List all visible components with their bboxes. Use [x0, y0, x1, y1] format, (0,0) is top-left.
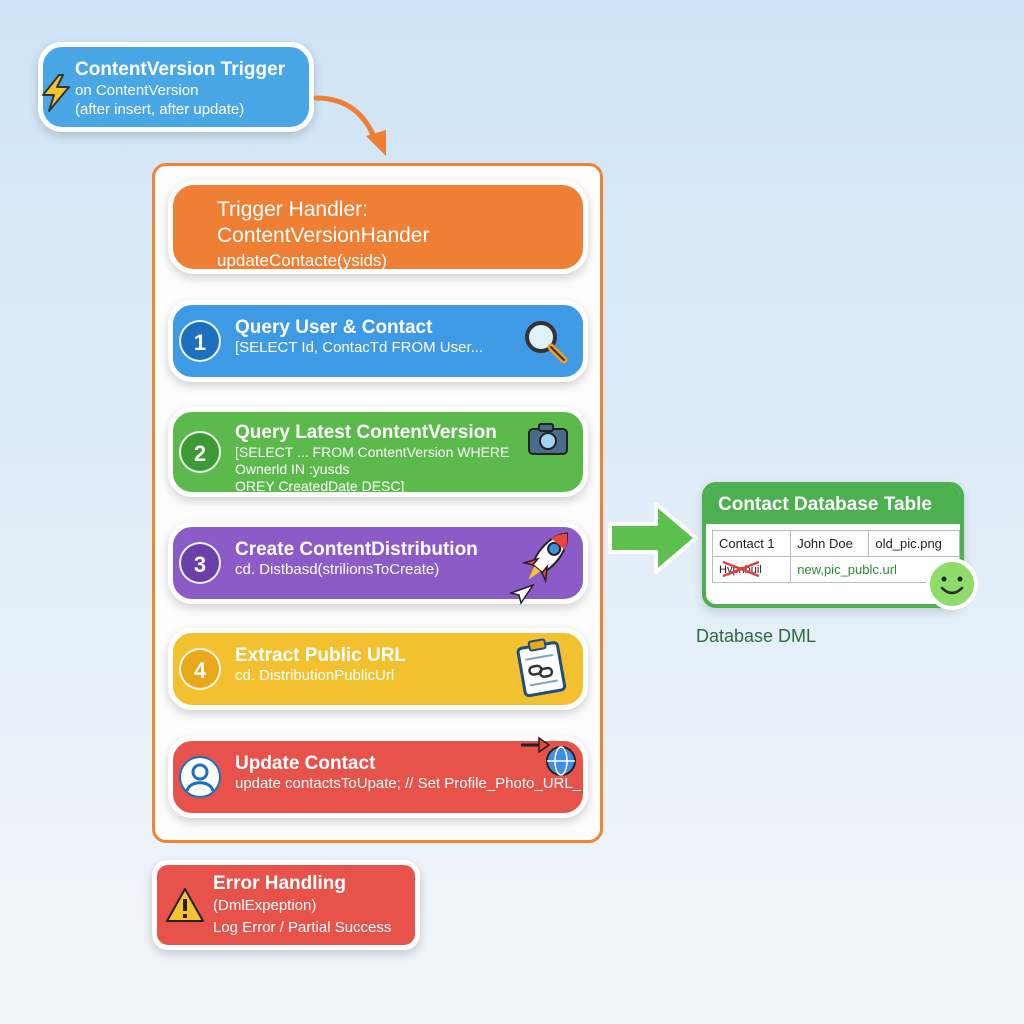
error-line1: (DmlExpeption)	[213, 897, 317, 914]
table-row: Hypnbuil new,pic_publc.url	[711, 556, 960, 583]
step-extract-url: 4 Extract Public URL cd. DistributionPub…	[168, 628, 588, 710]
table-cell: old_pic.png	[868, 530, 960, 557]
magnifier-icon	[525, 321, 568, 364]
step-number-badge: 1	[179, 320, 221, 362]
smiley-icon	[926, 558, 978, 610]
handler-line2: ContentVersionHander	[217, 224, 430, 247]
db-table: Contact 1 John Doe old_pic.png Hypnbuil …	[711, 530, 960, 583]
cross-out-icon	[722, 560, 760, 578]
lightning-icon	[42, 74, 70, 112]
step-query-content: 2 Query Latest ContentVersion [SELECT ..…	[168, 407, 588, 497]
clipboard-link-icon	[516, 638, 567, 697]
rocket-icon	[509, 532, 569, 605]
step-title: Query User & Contact	[235, 317, 433, 338]
step-title: Create ContentDistribution	[235, 539, 478, 560]
warning-icon	[166, 888, 204, 922]
step-query-user: 1 Query User & Contact [SELECT Id, Conta…	[168, 300, 588, 382]
table-cell: John Doe	[790, 530, 870, 557]
handler-line1: Trigger Handler:	[217, 198, 368, 221]
trigger-line1: on ContentVersion	[75, 82, 199, 99]
step-number-badge: 3	[179, 542, 221, 584]
step-number-badge: 2	[179, 431, 221, 473]
contact-database-table: Contact Database Table Contact 1 John Do…	[702, 482, 964, 608]
handler-card: Trigger Handler: ContentVersionHander up…	[168, 180, 588, 274]
user-avatar-icon	[179, 756, 221, 798]
camera-icon	[528, 423, 568, 455]
trigger-card: ContentVersion Trigger on ContentVersion…	[38, 42, 314, 132]
right-arrow-icon	[608, 502, 698, 574]
step-code-line: OREY CreatedDate DESC]	[235, 478, 405, 494]
step-code: update contactsToUpate; // Set Profile_P…	[235, 775, 581, 792]
step-code-line: Ownerld IN :yusds	[235, 461, 350, 477]
step-code: [SELECT Id, ContacTd FROM User...	[235, 339, 484, 356]
step-update-contact: Update Contact update contactsToUpate; /…	[168, 736, 588, 818]
step-number-badge: 4	[179, 648, 221, 690]
step-title: Query Latest ContentVersion	[235, 422, 497, 443]
db-dml-label: Database DML	[696, 626, 817, 646]
handler-container	[152, 163, 603, 843]
handler-line3: updateContacte(ysids)	[217, 251, 388, 270]
curved-arrow-icon	[313, 95, 386, 156]
db-title: Contact Database Table	[706, 486, 960, 524]
step-code: cd. Distbasd(strilionsToCreate)	[235, 561, 440, 578]
table-cell-struck: Hypnbuil	[711, 556, 792, 583]
globe-arrow-icon	[521, 736, 576, 776]
step-title: Update Contact	[235, 753, 376, 774]
error-title: Error Handling	[213, 873, 347, 894]
step-code-line: [SELECT ... FROM ContentVersion WHERE	[235, 444, 510, 460]
error-line2: Log Error / Partial Success	[213, 919, 392, 936]
error-handling-card: Error Handling (DmlExpeption) Log Error …	[152, 860, 420, 950]
step-create-distribution: 3 Create ContentDistribution cd. Distbas…	[168, 522, 588, 605]
table-row: Contact 1 John Doe old_pic.png	[711, 530, 960, 557]
table-cell: Contact 1	[711, 530, 792, 557]
trigger-title: ContentVersion Trigger	[75, 59, 286, 80]
step-title: Extract Public URL	[235, 645, 407, 666]
trigger-line2: (after insert, after update)	[75, 101, 245, 118]
step-code: cd. DistributionPublicUrl	[235, 667, 395, 684]
